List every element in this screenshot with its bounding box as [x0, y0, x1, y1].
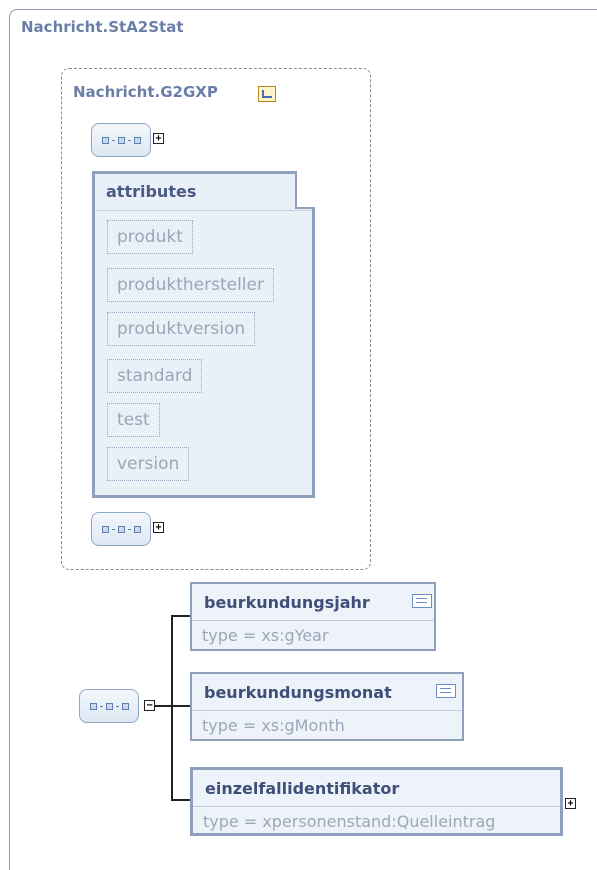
connector-trunk — [171, 615, 173, 801]
complex-type-icon — [258, 86, 276, 102]
connector-line — [155, 705, 172, 707]
element-einzelfallidentifikator[interactable]: einzelfallidentifikator type = xpersonen… — [190, 767, 563, 836]
element-divider — [192, 710, 462, 711]
outer-element-frame — [9, 9, 597, 870]
attribute-standard[interactable]: standard — [107, 359, 203, 393]
element-name: beurkundungsjahr — [204, 593, 370, 612]
element-type: type = xpersonenstand:Quelleintrag — [203, 812, 496, 831]
documentation-icon — [436, 684, 456, 698]
attributes-box — [92, 171, 315, 498]
collapse-toggle-main[interactable]: − — [144, 700, 155, 711]
sequence-dot-icon — [101, 136, 109, 144]
expand-toggle-group[interactable]: + — [153, 522, 164, 533]
expand-toggle-top[interactable]: + — [153, 133, 164, 144]
attribute-produkthersteller[interactable]: produkthersteller — [107, 268, 274, 302]
sequence-dot-icon — [133, 525, 141, 533]
group-reference-title: Nachricht.G2GXP — [73, 83, 218, 101]
attribute-version[interactable]: version — [107, 447, 190, 481]
attribute-produktversion[interactable]: produktversion — [107, 312, 256, 346]
sequence-dot-icon — [117, 136, 125, 144]
attributes-divider — [95, 210, 312, 211]
connector-branch-3 — [171, 799, 191, 801]
sequence-dot-icon — [117, 525, 125, 533]
attribute-test[interactable]: test — [107, 403, 160, 437]
attribute-produkt[interactable]: produkt — [107, 220, 193, 254]
element-divider — [192, 620, 434, 621]
group-reference-frame — [61, 68, 371, 570]
connector-branch-2 — [171, 705, 191, 707]
sequence-dot-icon — [101, 525, 109, 533]
element-type: type = xs:gMonth — [202, 716, 345, 735]
element-type: type = xs:gYear — [202, 626, 329, 645]
sequence-dot-icon — [133, 136, 141, 144]
sequence-dot-icon — [89, 702, 97, 710]
documentation-icon — [412, 594, 432, 608]
sequence-dot-icon — [121, 702, 129, 710]
element-divider — [193, 806, 560, 807]
sequence-compositor-group[interactable] — [91, 512, 151, 546]
outer-element-title: Nachricht.StA2Stat — [21, 18, 184, 36]
attributes-box-corner — [295, 171, 315, 209]
sequence-dot-icon — [105, 702, 113, 710]
sequence-compositor-main[interactable] — [79, 689, 139, 723]
connector-branch-1 — [171, 615, 191, 617]
element-name: einzelfallidentifikator — [205, 779, 400, 798]
element-beurkundungsmonat[interactable]: beurkundungsmonat type = xs:gMonth — [190, 672, 464, 741]
attributes-title: attributes — [106, 182, 197, 201]
element-beurkundungsjahr[interactable]: beurkundungsjahr type = xs:gYear — [190, 582, 436, 651]
sequence-compositor-top[interactable] — [91, 123, 151, 157]
element-name: beurkundungsmonat — [204, 683, 392, 702]
expand-toggle-einzelfallidentifikator[interactable]: + — [565, 798, 576, 809]
